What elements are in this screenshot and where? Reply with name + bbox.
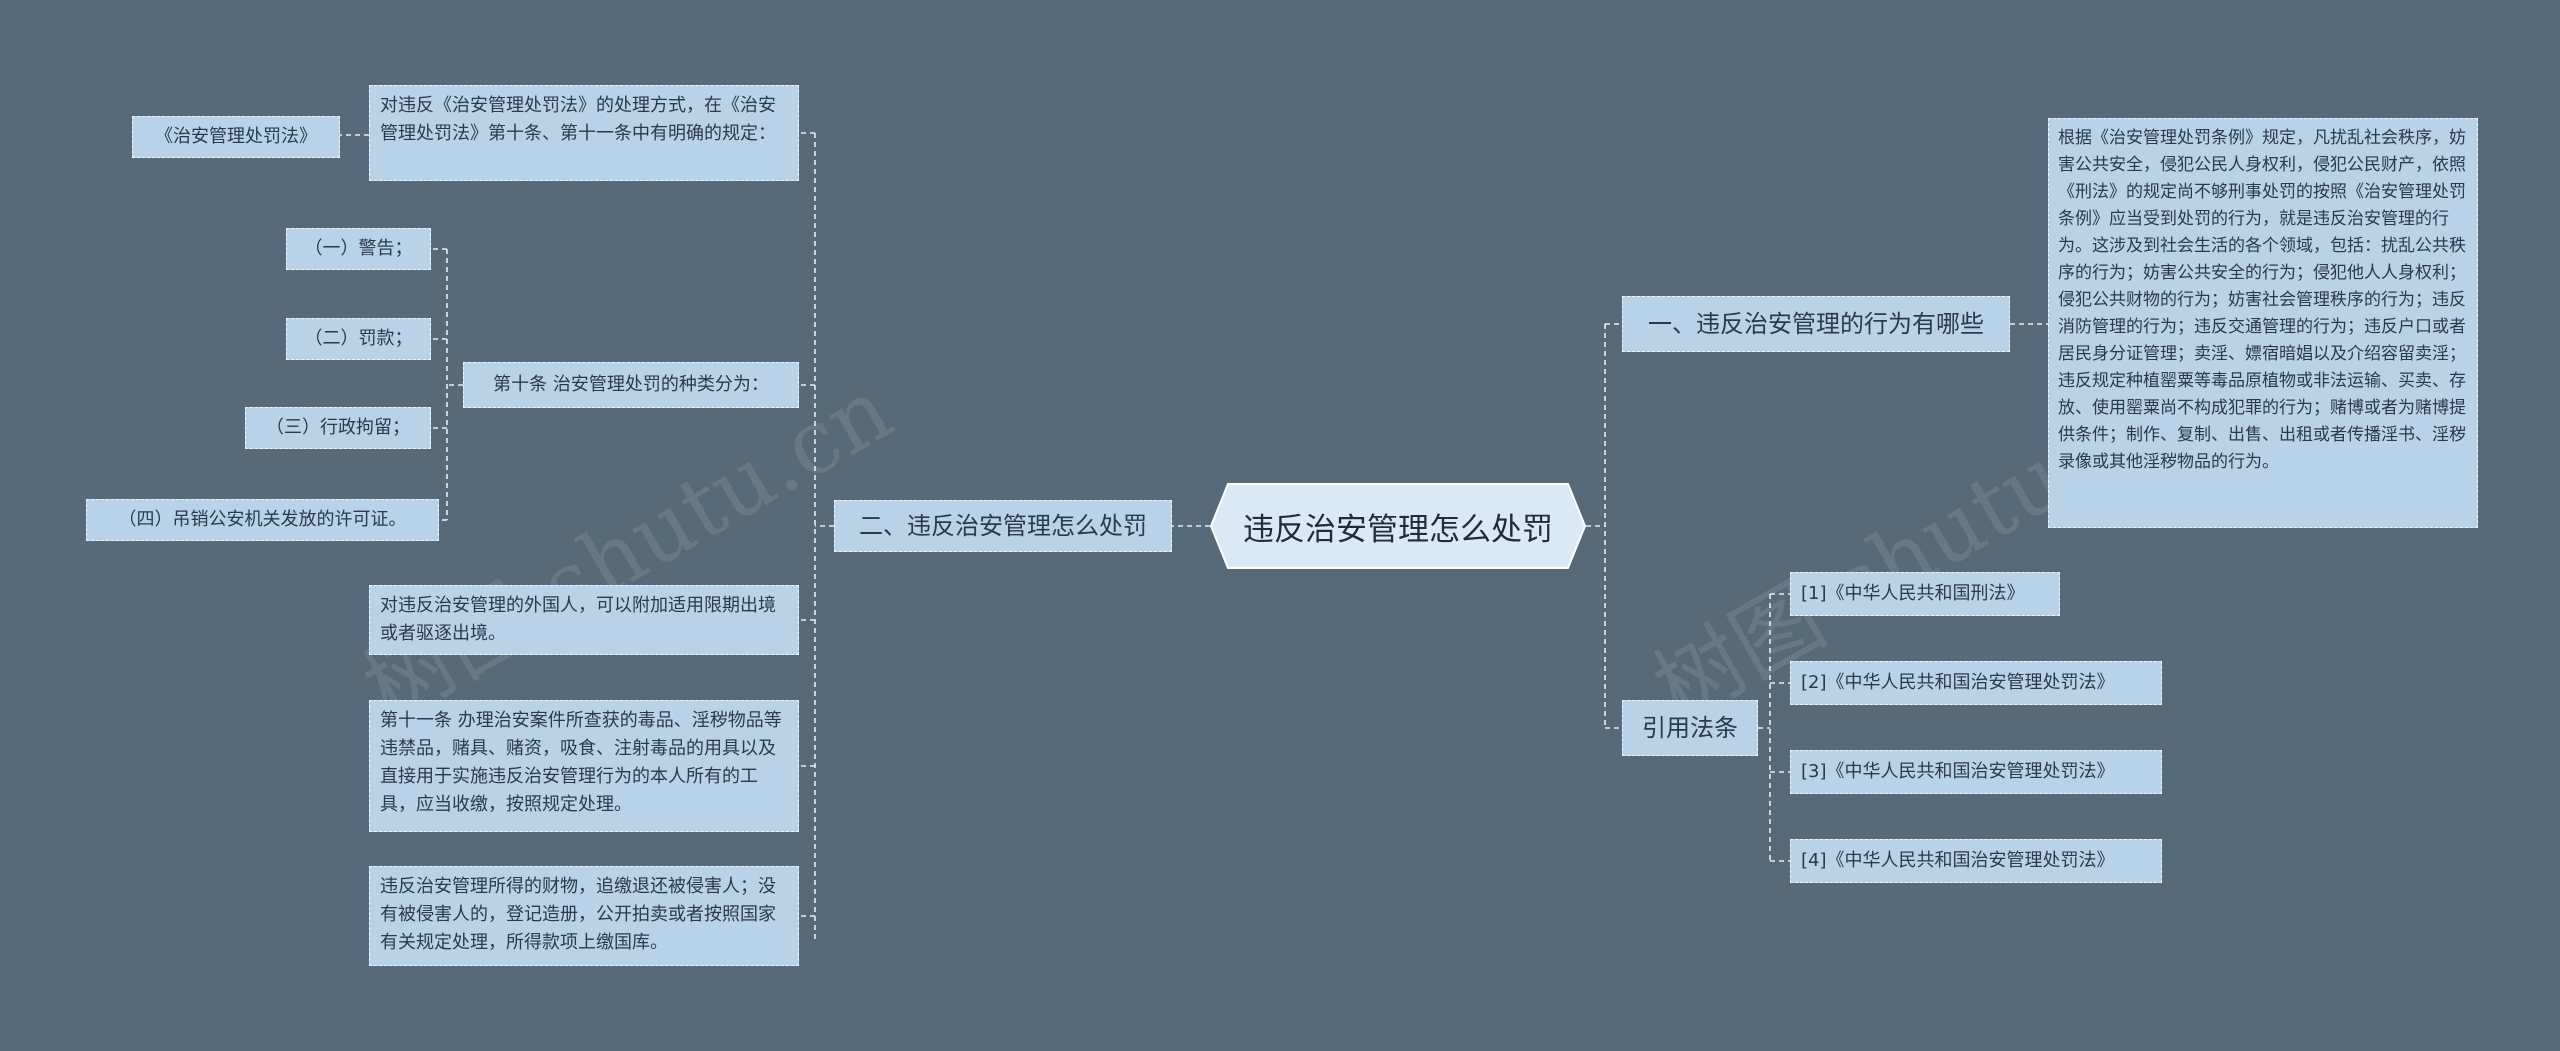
node-article11[interactable]: 第十一条 办理治安案件所查获的毒品、淫秽物品等违禁品，赌具、赌资，吸食、注射毒品…: [369, 700, 799, 832]
node-behaviors-detail[interactable]: 根据《治安管理处罚条例》规定，凡扰乱社会秩序，妨害公共安全，侵犯公民人身权利，侵…: [2048, 118, 2478, 528]
node-behaviors-detail-text: 根据《治安管理处罚条例》规定，凡扰乱社会秩序，妨害公共安全，侵犯公民人身权利，侵…: [2058, 128, 2466, 472]
node-property-text: 违反治安管理所得的财物，追缴退还被侵害人；没有被侵害人的，登记造册，公开拍卖或者…: [380, 876, 776, 953]
node-citation-1[interactable]: [1]《中华人民共和国刑法》: [1790, 572, 2060, 616]
branch-right-citations[interactable]: 引用法条: [1622, 700, 1758, 756]
citation-1-text: [1]《中华人民共和国刑法》: [1801, 582, 2025, 604]
node-intro-ref[interactable]: 《治安管理处罚法》: [132, 116, 340, 158]
item-4-text: （四）吊销公安机关发放的许可证。: [118, 508, 407, 530]
citation-2-text: [2]《中华人民共和国治安管理处罚法》: [1801, 671, 2115, 693]
link-root-right: [1586, 324, 1606, 728]
node-intro-ref-text: 《治安管理处罚法》: [155, 125, 317, 147]
root-node[interactable]: 违反治安管理怎么处罚: [1210, 483, 1586, 569]
node-article10-item-4[interactable]: （四）吊销公安机关发放的许可证。: [86, 499, 439, 541]
branch-right-1-label: 一、违反治安管理的行为有哪些: [1648, 309, 1984, 338]
node-article10-item-3[interactable]: （三）行政拘留；: [245, 407, 431, 449]
citation-3-text: [3]《中华人民共和国治安管理处罚法》: [1801, 760, 2115, 782]
node-property[interactable]: 违反治安管理所得的财物，追缴退还被侵害人；没有被侵害人的，登记造册，公开拍卖或者…: [369, 866, 799, 966]
node-intro[interactable]: 对违反《治安管理处罚法》的处理方式，在《治安管理处罚法》第十条、第十一条中有明确…: [369, 85, 799, 181]
node-intro-text: 对违反《治安管理处罚法》的处理方式，在《治安管理处罚法》第十条、第十一条中有明确…: [380, 95, 776, 144]
node-foreigner[interactable]: 对违反治安管理的外国人，可以附加适用限期出境或者驱逐出境。: [369, 585, 799, 655]
node-article10-item-1[interactable]: （一）警告；: [286, 228, 431, 270]
node-article10-item-2[interactable]: （二）罚款；: [286, 318, 431, 360]
citation-4-text: [4]《中华人民共和国治安管理处罚法》: [1801, 849, 2115, 871]
branch-left-penalties[interactable]: 二、违反治安管理怎么处罚: [834, 500, 1172, 552]
node-citation-4[interactable]: [4]《中华人民共和国治安管理处罚法》: [1790, 839, 2162, 883]
node-article10-text: 第十条 治安管理处罚的种类分为：: [493, 373, 769, 395]
node-article11-text: 第十一条 办理治安案件所查获的毒品、淫秽物品等违禁品，赌具、赌资，吸食、注射毒品…: [380, 710, 782, 815]
item-2-text: （二）罚款；: [304, 327, 413, 349]
link-r2-trunk: [1758, 594, 1771, 861]
link-left-trunk: [814, 133, 834, 941]
root-label: 违反治安管理怎么处罚: [1243, 511, 1553, 548]
item-3-text: （三）行政拘留；: [266, 416, 410, 438]
branch-left-label: 二、违反治安管理怎么处罚: [859, 511, 1147, 540]
item-1-text: （一）警告；: [304, 237, 413, 259]
node-citation-2[interactable]: [2]《中华人民共和国治安管理处罚法》: [1790, 661, 2162, 705]
node-citation-3[interactable]: [3]《中华人民共和国治安管理处罚法》: [1790, 750, 2162, 794]
branch-right-behaviors[interactable]: 一、违反治安管理的行为有哪些: [1622, 296, 2010, 352]
root-hexagon-shape: [1210, 483, 1586, 569]
branch-right-2-label: 引用法条: [1642, 713, 1738, 742]
node-foreigner-text: 对违反治安管理的外国人，可以附加适用限期出境或者驱逐出境。: [380, 595, 776, 644]
node-article10[interactable]: 第十条 治安管理处罚的种类分为：: [463, 362, 799, 408]
link-art10-trunk: [446, 249, 463, 520]
